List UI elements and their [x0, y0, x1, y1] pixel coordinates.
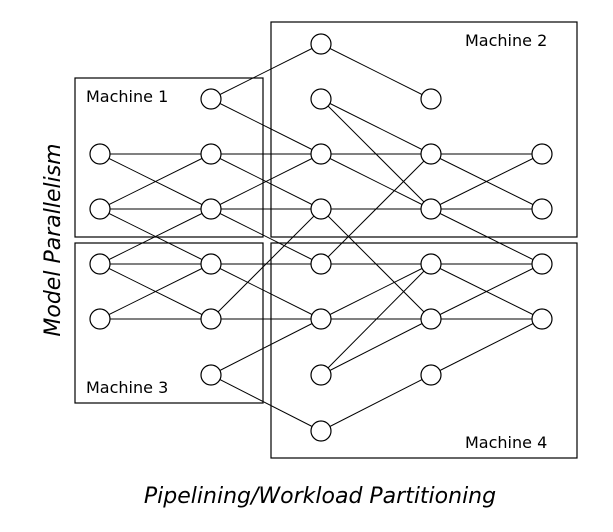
node-1-5 [200, 364, 222, 386]
edge-2.7-3.5 [320, 374, 432, 432]
edge-1.2-2.4 [210, 208, 322, 265]
edge-1.0-2.2 [210, 98, 322, 155]
node-1-0 [200, 88, 222, 110]
edge-3.2-4.0 [430, 153, 543, 210]
edge-3.4-4.2 [430, 263, 543, 320]
node-2-3 [310, 198, 332, 220]
edge-2.6-3.4 [320, 318, 432, 376]
edge-1.0-2.0 [210, 43, 322, 100]
node-3-2 [420, 198, 442, 220]
edge-2.0-3.0 [320, 43, 432, 100]
node-3-5 [420, 364, 442, 386]
node-0-3 [89, 308, 111, 330]
machine-1-label: Machine 1 [86, 87, 168, 106]
edge-1.2-2.2 [210, 153, 322, 210]
machine-3-box [74, 242, 264, 404]
edge-0.1-1.1 [99, 153, 212, 210]
edge-2.1-3.1 [320, 98, 432, 155]
node-3-3 [420, 253, 442, 275]
node-group [89, 33, 553, 442]
machine-1-box [74, 77, 264, 238]
edge-3.5-4.3 [430, 318, 543, 376]
machine-4-box [270, 242, 578, 459]
machine-2-box [270, 21, 578, 238]
machine-4-label: Machine 4 [465, 433, 547, 452]
node-4-1 [531, 198, 553, 220]
node-2-4 [310, 253, 332, 275]
node-1-3 [200, 253, 222, 275]
node-2-6 [310, 364, 332, 386]
node-4-3 [531, 308, 553, 330]
node-2-5 [310, 308, 332, 330]
edge-1.5-2.7 [210, 374, 322, 432]
edge-2.5-3.3 [320, 263, 432, 320]
node-0-1 [89, 198, 111, 220]
edge-1.4-2.3 [210, 208, 322, 320]
node-1-2 [200, 198, 222, 220]
edge-0.3-1.3 [99, 263, 212, 320]
node-4-2 [531, 253, 553, 275]
node-3-1 [420, 143, 442, 165]
node-2-0 [310, 33, 332, 55]
node-1-1 [200, 143, 222, 165]
node-3-0 [420, 88, 442, 110]
edge-group [99, 43, 543, 432]
node-3-4 [420, 308, 442, 330]
vertical-axis-label: Model Parallelism [41, 143, 66, 336]
node-0-0 [89, 143, 111, 165]
node-1-4 [200, 308, 222, 330]
edge-1.3-2.5 [210, 263, 322, 320]
node-0-2 [89, 253, 111, 275]
node-2-1 [310, 88, 332, 110]
node-2-7 [310, 420, 332, 442]
edge-2.4-3.1 [320, 153, 432, 265]
node-4-0 [531, 143, 553, 165]
node-2-2 [310, 143, 332, 165]
edge-1.5-2.5 [210, 318, 322, 376]
machine-2-label: Machine 2 [465, 31, 547, 50]
edge-2.2-3.2 [320, 153, 432, 210]
edge-2.6-3.3 [320, 263, 432, 376]
machine-3-label: Machine 3 [86, 378, 168, 397]
horizontal-axis-label: Pipelining/Workload Partitioning [144, 484, 496, 509]
